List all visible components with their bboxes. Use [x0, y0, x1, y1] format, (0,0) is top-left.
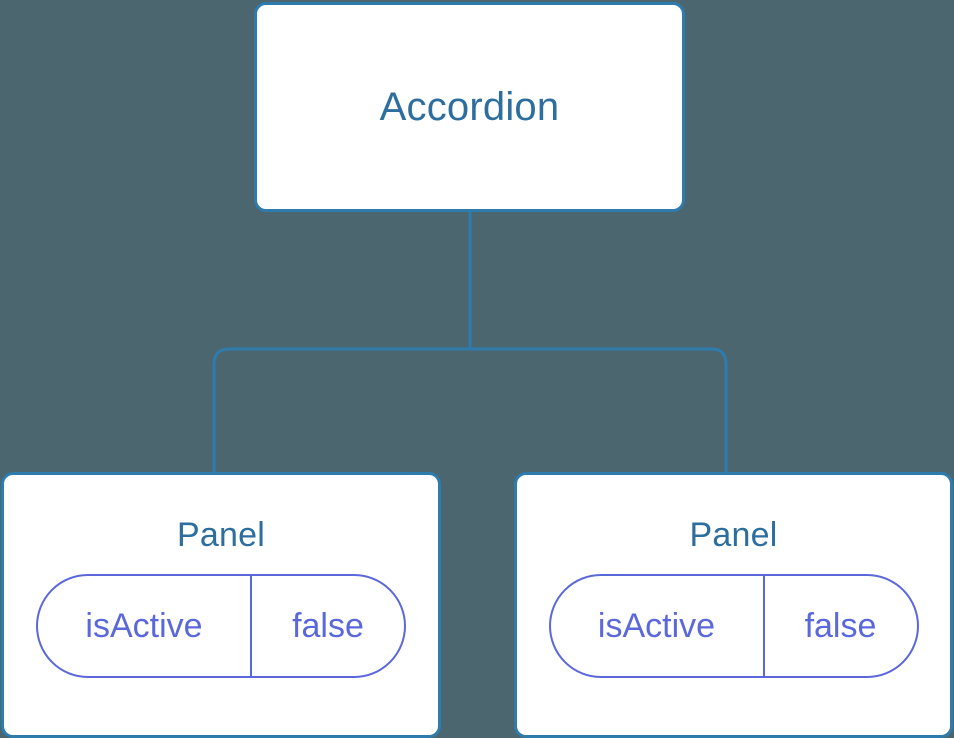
prop-value-isactive-0: false — [292, 606, 364, 645]
node-panel-0-label: Panel — [177, 516, 265, 554]
prop-pill-panel-1[interactable]: isActive false — [548, 574, 919, 678]
connector-branch-bus — [212, 347, 728, 472]
node-panel-0[interactable]: Panel isActive false — [1, 472, 441, 738]
prop-value-isactive-1: false — [804, 606, 877, 645]
node-panel-1-label: Panel — [689, 516, 778, 554]
prop-key-isactive-0: isActive — [38, 576, 252, 676]
node-panel-1[interactable]: Panel isActive false — [514, 472, 953, 738]
node-accordion[interactable]: Accordion — [254, 2, 685, 212]
prop-pill-panel-0[interactable]: isActive false — [36, 574, 406, 678]
node-accordion-label: Accordion — [379, 84, 560, 129]
prop-key-isactive-1: isActive — [551, 576, 765, 676]
